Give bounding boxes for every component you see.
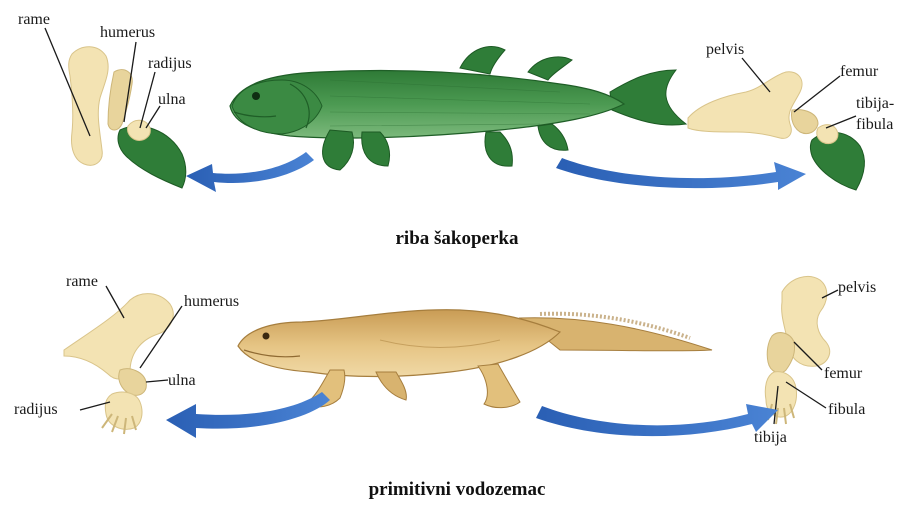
fish-tibija-label: tibija-: [856, 95, 894, 112]
amphibian-tibija-label: tibija: [754, 429, 787, 446]
fish-rame-label: rame: [18, 11, 50, 28]
amphibian-radijus-label: radijus: [14, 401, 58, 418]
fish-right-arrow: [556, 158, 806, 190]
amphibian-pelvis-label: pelvis: [838, 279, 876, 296]
amphibian-hind-limb-bones: [765, 276, 829, 424]
fish-ulna-label: ulna: [158, 91, 186, 108]
fish-left-arrow: [186, 152, 314, 192]
amphibian-front-limb-bones: [64, 294, 173, 434]
fish-title: riba šakoperka: [396, 228, 519, 249]
fish-femur-label: femur: [840, 63, 879, 80]
amphibian-rame-label: rame: [66, 273, 98, 290]
lobe-finned-fish: [230, 47, 686, 170]
amphibian-ulna-label: ulna: [168, 372, 196, 389]
amphibian-right-arrow: [536, 404, 778, 436]
amphibian-femur-label: femur: [824, 365, 863, 382]
amphibian-title: primitivni vodozemac: [369, 479, 546, 500]
fish-radijus-label: radijus: [148, 55, 192, 72]
fish-humerus-label: humerus: [100, 24, 155, 41]
fish-pelvis-label: pelvis: [706, 41, 744, 58]
amphibian-fibula-label: fibula: [828, 401, 865, 418]
primitive-amphibian: [238, 310, 712, 408]
fish-fibula-label: fibula: [856, 116, 893, 133]
amphibian-left-arrow: [166, 392, 330, 438]
amphibian-humerus-label: humerus: [184, 293, 239, 310]
